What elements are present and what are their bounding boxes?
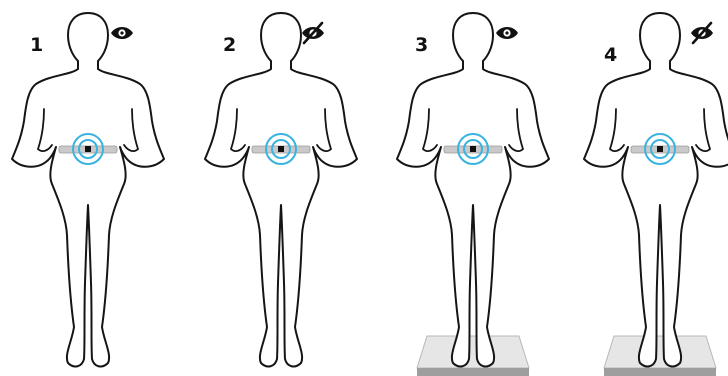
sensor-unit xyxy=(657,146,663,152)
standing-figure xyxy=(12,13,164,366)
panel-4: 4 xyxy=(584,13,728,376)
eye-closed-icon xyxy=(691,23,713,43)
sensor-unit xyxy=(278,146,284,152)
sensor-unit xyxy=(85,146,91,152)
foam-pad xyxy=(604,336,716,376)
panel-1: 1 xyxy=(12,13,164,366)
standing-figure xyxy=(397,13,549,366)
eye-closed-icon xyxy=(302,23,324,43)
panel-2: 2 xyxy=(205,13,357,366)
sensor-unit xyxy=(470,146,476,152)
eye-open-icon xyxy=(496,27,518,39)
standing-figure xyxy=(205,13,357,366)
panel-number: 1 xyxy=(30,34,43,56)
panel-3: 3 xyxy=(397,13,549,376)
foam-pad xyxy=(417,336,529,376)
panel-number: 3 xyxy=(415,34,428,56)
eye-open-icon xyxy=(111,27,133,39)
standing-figure xyxy=(584,13,728,366)
panel-number: 4 xyxy=(604,44,617,66)
panel-number: 2 xyxy=(223,34,236,56)
